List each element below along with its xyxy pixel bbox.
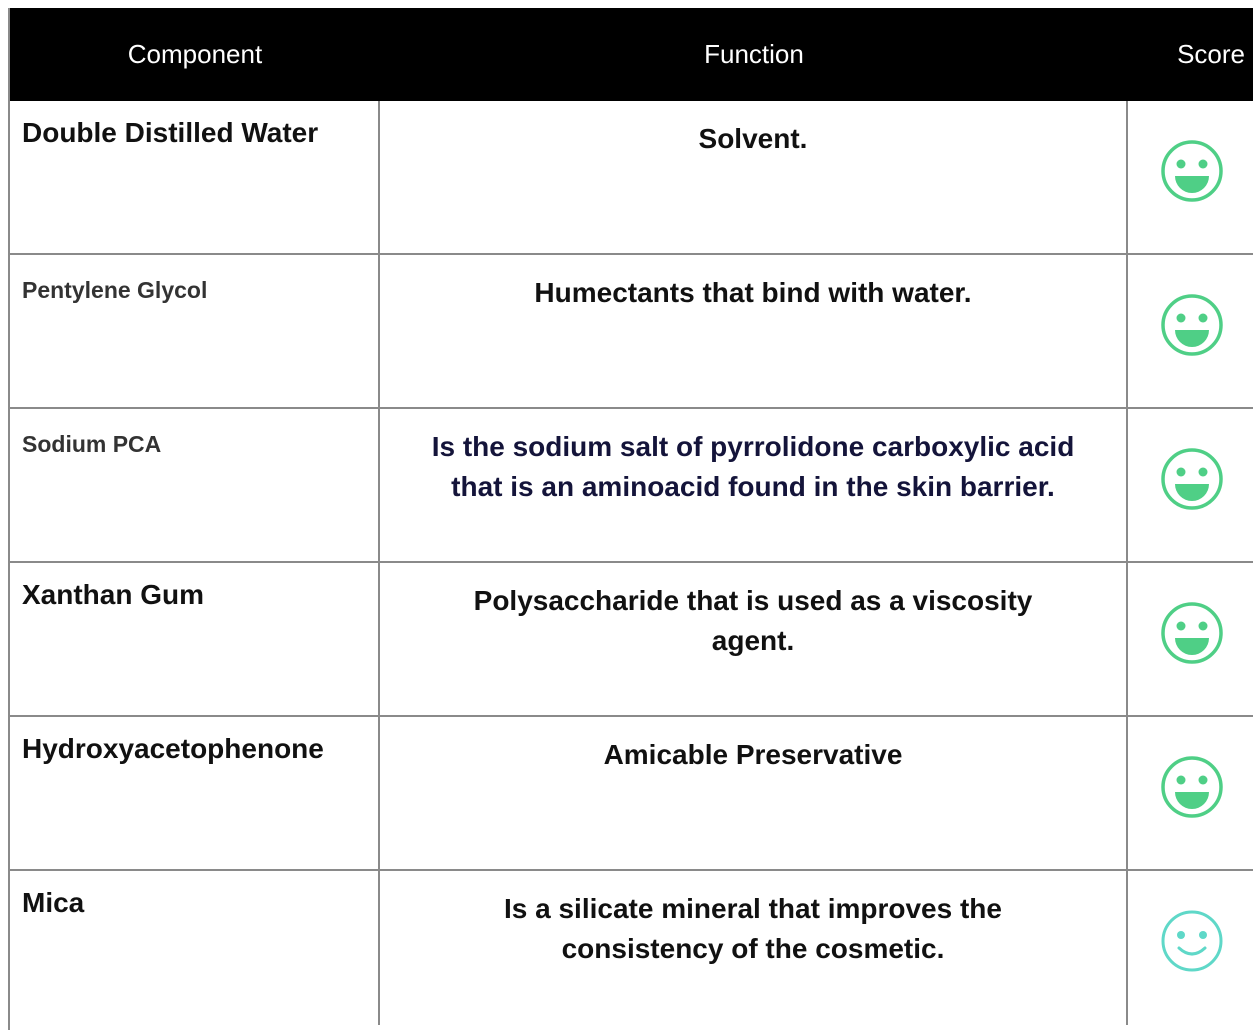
ingredients-table: Component Function Score Double Distille… bbox=[8, 8, 1253, 1030]
score-cell bbox=[1128, 255, 1253, 409]
happy-face-icon bbox=[1160, 294, 1223, 356]
function-cell: Humectants that bind with water. bbox=[380, 255, 1128, 409]
score-cell bbox=[1128, 871, 1253, 1025]
header-component: Component bbox=[10, 8, 380, 101]
happy-face-icon bbox=[1160, 756, 1223, 818]
score-cell bbox=[1128, 101, 1253, 255]
smile-face-icon bbox=[1161, 910, 1222, 972]
score-cell bbox=[1128, 717, 1253, 871]
function-cell: Solvent. bbox=[380, 101, 1128, 255]
function-cell: Polysaccharide that is used as a viscosi… bbox=[380, 563, 1128, 717]
component-cell: Double Distilled Water bbox=[10, 101, 380, 255]
function-cell: Is the sodium salt of pyrrolidone carbox… bbox=[380, 409, 1128, 563]
happy-face-icon bbox=[1160, 140, 1223, 202]
happy-face-icon bbox=[1160, 448, 1223, 510]
score-cell bbox=[1128, 563, 1253, 717]
function-cell: Is a silicate mineral that improves the … bbox=[380, 871, 1128, 1025]
component-cell: Pentylene Glycol bbox=[10, 255, 380, 409]
function-cell: Amicable Preservative bbox=[380, 717, 1128, 871]
component-cell: Xanthan Gum bbox=[10, 563, 380, 717]
header-score: Score bbox=[1128, 8, 1253, 101]
component-cell: Mica bbox=[10, 871, 380, 1025]
component-cell: Hydroxyacetophenone bbox=[10, 717, 380, 871]
header-function: Function bbox=[380, 8, 1128, 101]
score-cell bbox=[1128, 409, 1253, 563]
happy-face-icon bbox=[1160, 602, 1223, 664]
component-cell: Sodium PCA bbox=[10, 409, 380, 563]
